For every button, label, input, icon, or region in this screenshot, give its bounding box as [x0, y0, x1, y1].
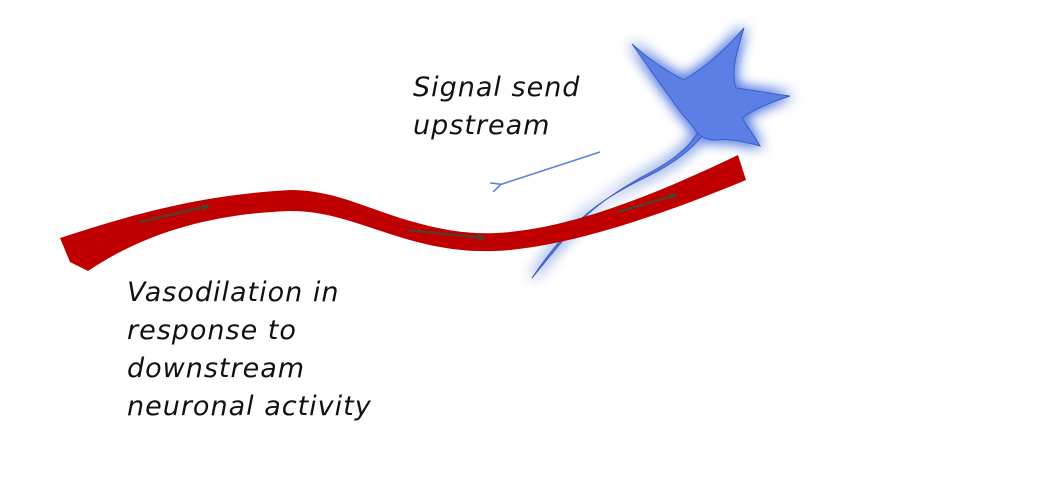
neuron-axon: [531, 126, 703, 279]
vaso-line-2: response to: [127, 315, 297, 346]
flow-arrow-3: [616, 192, 678, 214]
vaso-line-1: Vasodilation in: [127, 277, 340, 308]
blood-vessel: [60, 155, 746, 271]
vasodilation-annotation: Vasodilation in response to downstream n…: [127, 274, 372, 426]
signal-line-2: upstream: [413, 110, 551, 141]
neuron-soma: [631, 27, 791, 147]
flow-arrow-1: [138, 203, 210, 224]
arrow-left-down-icon: [499, 151, 601, 185]
signal-annotation: Signal send upstream: [413, 69, 580, 145]
vaso-line-3: downstream: [127, 353, 306, 384]
vaso-line-4: neuronal activity: [127, 391, 372, 422]
signal-line-1: Signal send: [413, 72, 581, 103]
neuron-cell-icon: [531, 27, 791, 279]
flow-arrow-2: [406, 228, 486, 242]
